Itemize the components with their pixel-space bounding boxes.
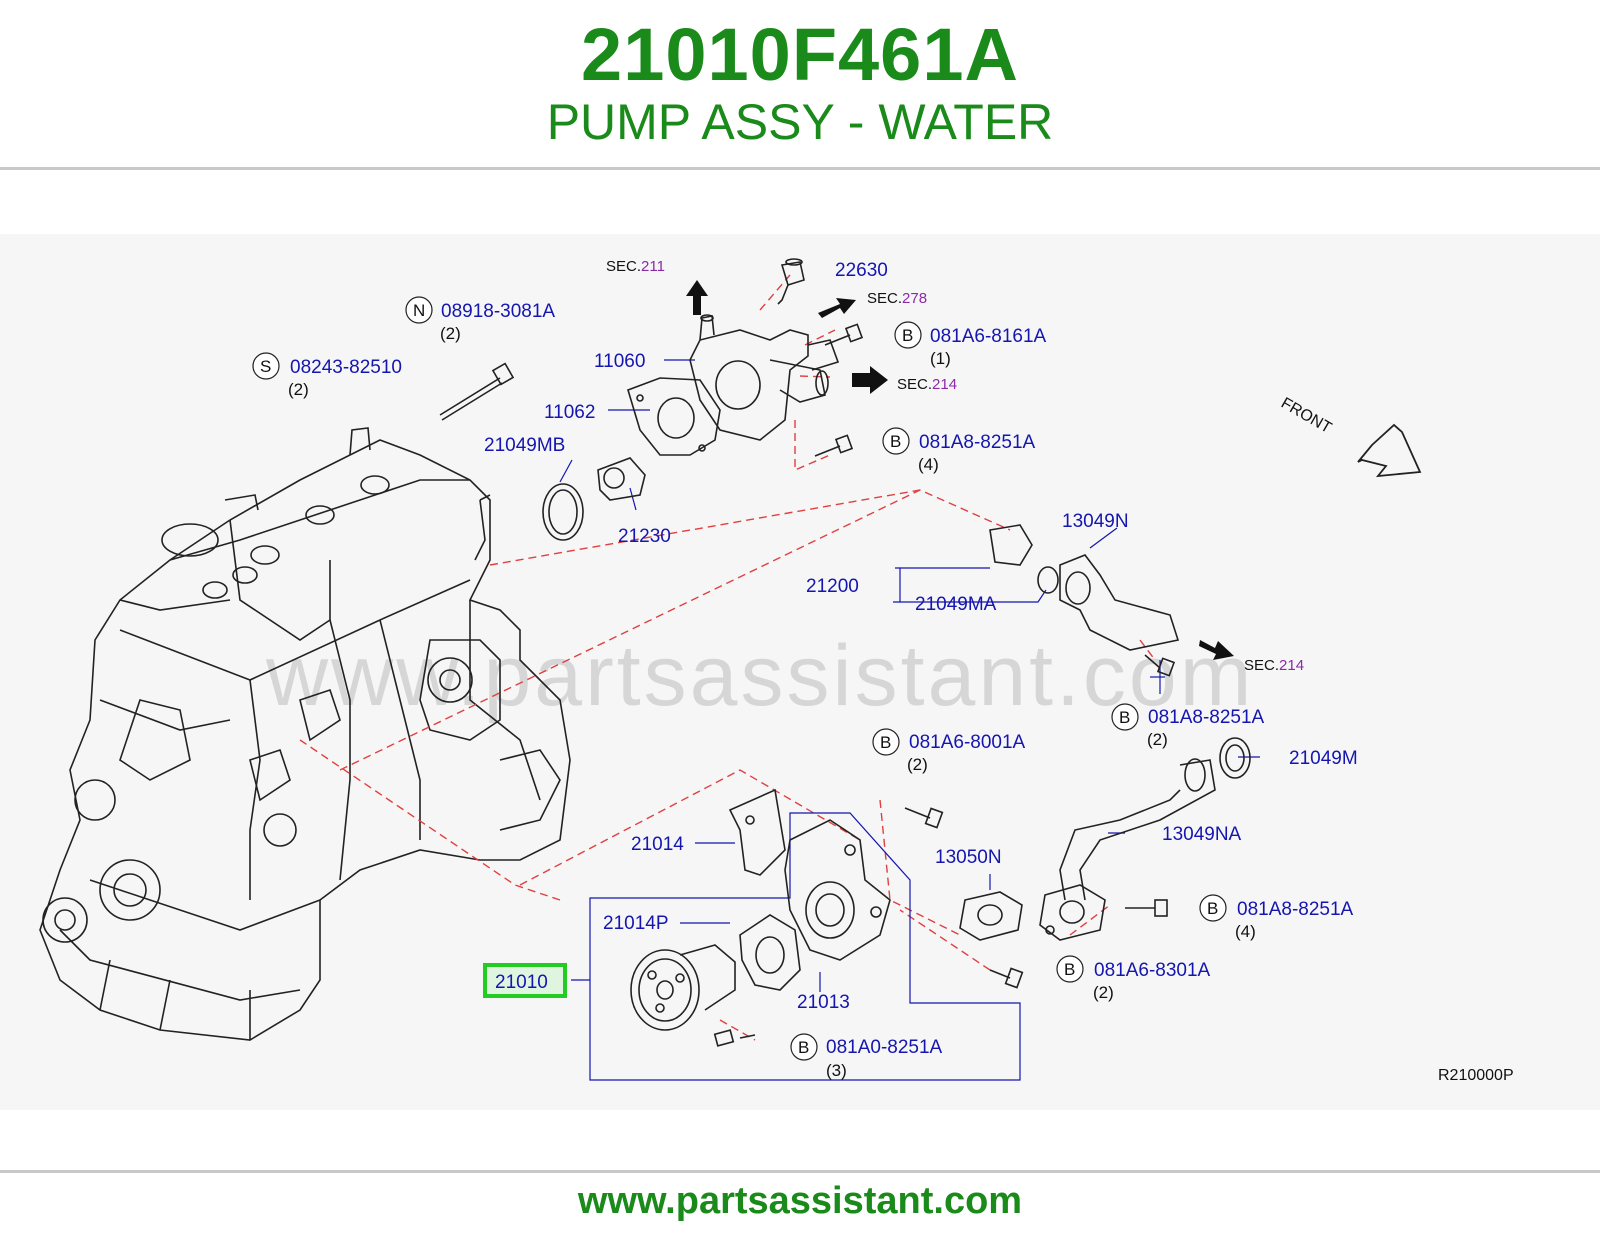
- svg-text:N: N: [413, 301, 425, 320]
- svg-text:(4): (4): [1235, 922, 1256, 941]
- svg-text:081A8-8251A: 081A8-8251A: [1237, 899, 1354, 920]
- svg-text:(2): (2): [907, 755, 928, 774]
- part-label-11060[interactable]: 11060: [594, 351, 645, 372]
- section-ref-214-upper[interactable]: SEC.214: [897, 376, 957, 393]
- svg-text:081A0-8251A: 081A0-8251A: [826, 1037, 943, 1058]
- part-label-11062[interactable]: 11062: [544, 402, 595, 423]
- section-arrows: [686, 280, 1234, 660]
- svg-text:(2): (2): [1147, 730, 1168, 749]
- svg-text:B: B: [902, 326, 913, 345]
- part-label-21049M[interactable]: 21049M: [1289, 748, 1358, 769]
- fastener-08243-82510[interactable]: S 08243-82510 (2): [252, 352, 402, 399]
- svg-text:B: B: [1207, 899, 1218, 918]
- part-label-13049N[interactable]: 13049N: [1062, 511, 1129, 532]
- svg-text:081A6-8001A: 081A6-8001A: [909, 732, 1026, 753]
- front-label: FRONT: [1278, 395, 1334, 437]
- water-pump-illustration: [630, 788, 891, 1047]
- svg-text:081A6-8301A: 081A6-8301A: [1094, 960, 1211, 981]
- svg-text:081A6-8161A: 081A6-8161A: [930, 326, 1047, 347]
- part-label-13049NA[interactable]: 13049NA: [1162, 824, 1242, 845]
- diagram-code: R210000P: [1438, 1067, 1514, 1084]
- svg-text:21010: 21010: [495, 972, 548, 993]
- fastener-081A8-8251A-upper[interactable]: B 081A8-8251A (4): [882, 427, 1036, 474]
- footer-divider: [0, 1170, 1600, 1173]
- page-header: 21010F461A PUMP ASSY - WATER: [0, 0, 1600, 170]
- svg-text:(1): (1): [930, 349, 951, 368]
- svg-text:(2): (2): [288, 380, 309, 399]
- fastener-081A0-8251A[interactable]: B 081A0-8251A (3): [790, 1033, 943, 1080]
- assembly-leader-lines: [299, 274, 1156, 1041]
- svg-text:S: S: [260, 357, 271, 376]
- svg-text:081A8-8251A: 081A8-8251A: [919, 432, 1036, 453]
- svg-text:SEC.278: SEC.278: [867, 290, 927, 307]
- svg-text:SEC.214: SEC.214: [897, 376, 957, 393]
- fastener-081A8-8251A-outlet[interactable]: B 081A8-8251A (2): [1111, 703, 1265, 749]
- fastener-081A8-8251A-pipe[interactable]: B 081A8-8251A (4): [1199, 894, 1354, 941]
- part-description: PUMP ASSY - WATER: [546, 94, 1054, 150]
- callout-leader-lines: [559, 359, 1260, 1081]
- part-label-13050N[interactable]: 13050N: [935, 847, 1002, 868]
- svg-text:(2): (2): [1093, 983, 1114, 1002]
- svg-text:(4): (4): [918, 455, 939, 474]
- part-label-22630[interactable]: 22630: [835, 260, 888, 281]
- svg-text:(3): (3): [826, 1061, 847, 1080]
- svg-text:B: B: [798, 1038, 809, 1057]
- front-direction-arrow: [1357, 423, 1422, 478]
- parts-diagram: www.partsassistant.com: [39, 258, 1514, 1084]
- svg-text:08918-3081A: 08918-3081A: [441, 301, 555, 322]
- water-outlet-illustration: [904, 524, 1251, 989]
- watermark-text: www.partsassistant.com: [265, 628, 1254, 724]
- svg-text:SEC.214: SEC.214: [1244, 657, 1304, 674]
- fastener-081A6-8001A[interactable]: B 081A6-8001A (2): [872, 728, 1026, 774]
- svg-text:B: B: [880, 733, 891, 752]
- highlighted-part-21010[interactable]: 21010: [483, 963, 567, 998]
- part-label-21049MB[interactable]: 21049MB: [484, 435, 565, 456]
- thermostat-housing-illustration: [439, 258, 864, 541]
- section-ref-278[interactable]: SEC.278: [867, 290, 927, 307]
- svg-text:SEC.211: SEC.211: [606, 258, 665, 275]
- section-ref-211[interactable]: SEC.211: [606, 258, 665, 275]
- part-label-21014[interactable]: 21014: [631, 834, 684, 855]
- part-label-21230[interactable]: 21230: [618, 526, 671, 547]
- svg-text:081A8-8251A: 081A8-8251A: [1148, 707, 1265, 728]
- svg-text:(2): (2): [440, 324, 461, 343]
- footer-website-link[interactable]: www.partsassistant.com: [577, 1180, 1023, 1222]
- part-label-21014P[interactable]: 21014P: [603, 913, 669, 934]
- header-divider: [0, 167, 1600, 170]
- part-label-21049MA[interactable]: 21049MA: [915, 594, 997, 615]
- fastener-081A6-8161A[interactable]: B 081A6-8161A (1): [894, 321, 1047, 368]
- section-ref-214-lower[interactable]: SEC.214: [1244, 657, 1304, 674]
- fastener-08918-3081A[interactable]: N 08918-3081A (2): [405, 296, 555, 343]
- part-number-title: 21010F461A: [581, 13, 1019, 96]
- svg-text:B: B: [1064, 960, 1075, 979]
- part-label-21013[interactable]: 21013: [797, 992, 850, 1013]
- svg-text:B: B: [890, 432, 901, 451]
- svg-text:08243-82510: 08243-82510: [290, 357, 402, 378]
- part-label-21200[interactable]: 21200: [806, 576, 859, 597]
- fastener-081A6-8301A[interactable]: B 081A6-8301A (2): [1056, 955, 1211, 1002]
- engine-block-illustration: [39, 427, 571, 1041]
- svg-text:B: B: [1119, 708, 1130, 727]
